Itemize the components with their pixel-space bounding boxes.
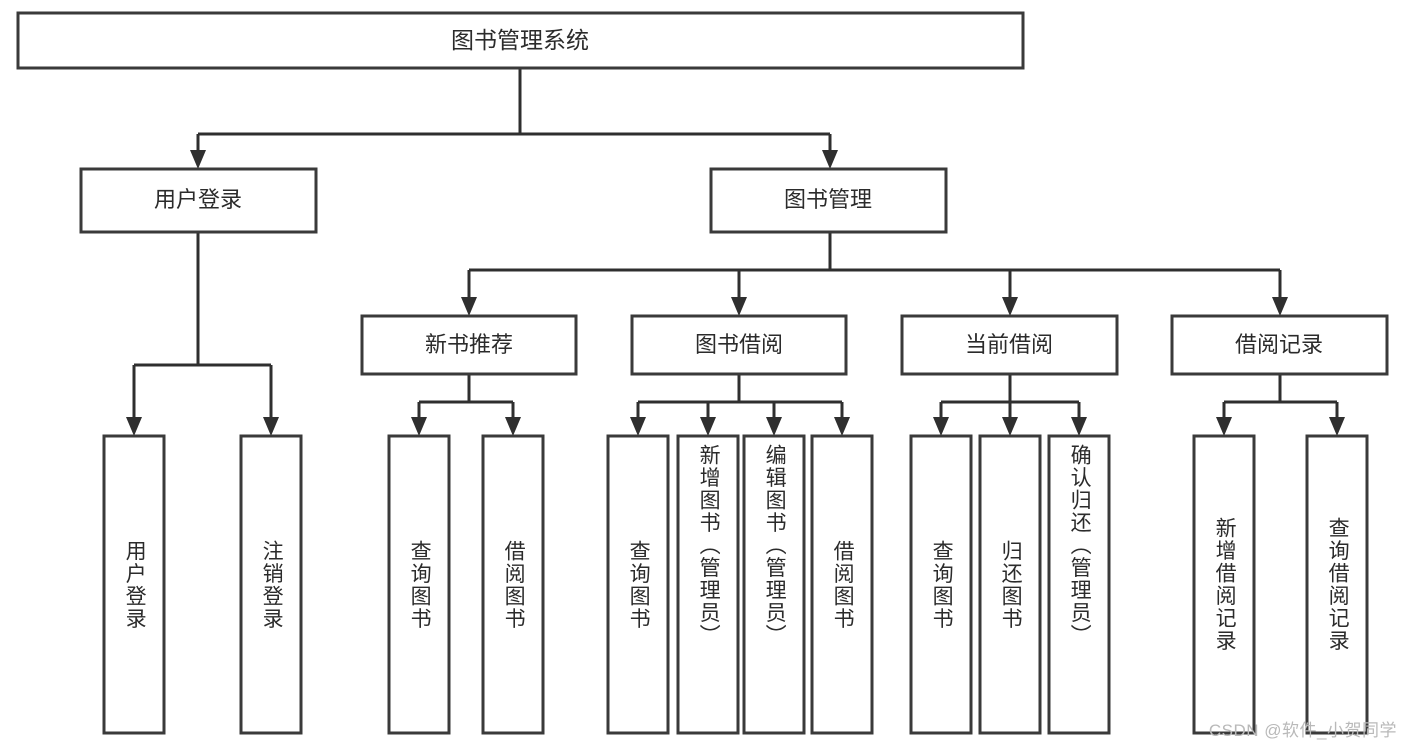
leaf-group-current-borrow [909,434,1111,735]
leaf-group-book-borrow [606,434,874,735]
leaf-group-borrow-record [1192,434,1369,735]
leaf-group-user-login [102,434,303,735]
arrow-head-icon [505,417,521,436]
leaf-box-current-borrow-3[interactable] [1047,434,1111,735]
arrow-head-icon [1002,417,1018,436]
arrow-head-icon [1216,417,1232,436]
node-label-new-book-recommend: 新书推荐 [425,332,513,357]
node-box-book-management[interactable] [709,167,948,234]
connector-group-book-borrow-to-leaves [630,374,850,436]
node-book-management[interactable]: 图书管理 [709,167,948,234]
arrow-head-icon [834,417,850,436]
node-current-borrow[interactable]: 当前借阅 [900,314,1119,376]
node-box-book-borrow[interactable] [630,314,848,376]
node-label-current-borrow: 当前借阅 [965,332,1053,357]
leaf-box-borrow-record-2[interactable] [1305,434,1369,735]
arrow-head-icon [1272,297,1288,316]
arrow-head-icon [126,417,142,436]
connector-group-user-login-to-leaves [126,232,279,436]
arrow-head-icon [411,417,427,436]
leaf-box-user-login-2[interactable] [239,434,303,735]
leaf-box-book-borrow-3[interactable] [742,434,806,735]
arrow-head-icon [1002,297,1018,316]
arrow-head-icon [461,297,477,316]
leaf-box-user-login-1[interactable] [102,434,166,735]
node-label-root: 图书管理系统 [451,27,589,53]
arrow-head-icon [766,417,782,436]
node-box-new-book-recommend[interactable] [360,314,578,376]
arrow-head-icon [731,297,747,316]
node-box-borrow-record[interactable] [1170,314,1389,376]
node-book-borrow[interactable]: 图书借阅 [630,314,848,376]
arrow-head-icon [630,417,646,436]
arrow-head-icon [263,417,279,436]
leaf-box-borrow-record-1[interactable] [1192,434,1256,735]
connector-group-book-mgmt-to-level3 [461,232,1288,316]
arrow-head-icon [1329,417,1345,436]
leaf-box-new-book-1[interactable] [387,434,451,735]
leaf-group-new-book-recommend [387,434,545,735]
leaf-box-book-borrow-2[interactable] [676,434,740,735]
leaf-box-new-book-2[interactable] [481,434,545,735]
node-box-user-login[interactable] [79,167,318,234]
node-borrow-record[interactable]: 借阅记录 [1170,314,1389,376]
node-box-root[interactable] [16,11,1025,70]
connector-group-current-borrow-to-leaves [933,374,1087,436]
node-label-borrow-record: 借阅记录 [1235,332,1323,357]
arrow-head-icon [1071,417,1087,436]
node-new-book-recommend[interactable]: 新书推荐 [360,314,578,376]
node-root-system[interactable]: 图书管理系统 [16,11,1025,70]
node-label-book-borrow: 图书借阅 [695,332,783,357]
arrow-head-icon [933,417,949,436]
node-label-user-login: 用户登录 [154,187,242,212]
connector-group-new-book-to-leaves [411,374,521,436]
leaf-box-book-borrow-1[interactable] [606,434,670,735]
connector-group-borrow-record-to-leaves [1216,374,1345,436]
connector-group-root-to-level2 [190,68,838,169]
leaf-box-current-borrow-2[interactable] [978,434,1042,735]
arrow-head-icon [190,150,206,169]
arrow-head-icon [700,417,716,436]
csdn-watermark: CSDN @软件_小贺同学 [1208,721,1397,740]
arrow-head-icon [822,150,838,169]
node-box-current-borrow[interactable] [900,314,1119,376]
node-user-login[interactable]: 用户登录 [79,167,318,234]
leaf-box-current-borrow-1[interactable] [909,434,973,735]
node-label-book-management: 图书管理 [784,187,872,212]
leaf-box-book-borrow-4[interactable] [810,434,874,735]
